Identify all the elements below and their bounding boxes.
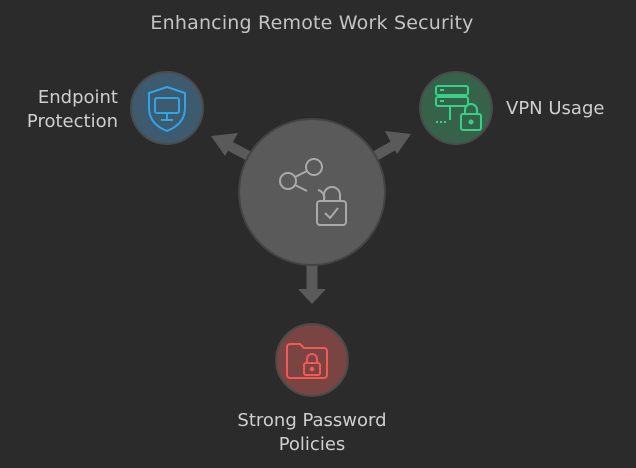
endpoint-label-line-1: Endpoint <box>37 87 118 108</box>
endpoint-protection-node <box>130 71 204 145</box>
strong-password-node <box>275 323 349 397</box>
password-label-line-1: Strong Password <box>237 410 387 431</box>
folder-lock-icon <box>286 343 328 379</box>
endpoint-label-line-2: Protection <box>26 111 118 132</box>
arrow-to-vpn <box>367 131 411 164</box>
password-label-line-2: Policies <box>278 434 346 455</box>
monitor-shield-icon <box>148 85 186 133</box>
endpoint-protection-label: Endpoint Protection <box>27 86 118 134</box>
server-lock-icon <box>435 85 482 131</box>
vpn-usage-label: VPN Usage <box>506 98 605 119</box>
vpn-usage-node <box>419 71 493 145</box>
central-hub <box>238 118 386 266</box>
strong-password-label: Strong Password Policies <box>210 409 414 457</box>
share-lock-icon <box>279 158 347 226</box>
diagram-title: Enhancing Remote Work Security <box>150 12 474 34</box>
arrow-to-password <box>298 262 326 304</box>
